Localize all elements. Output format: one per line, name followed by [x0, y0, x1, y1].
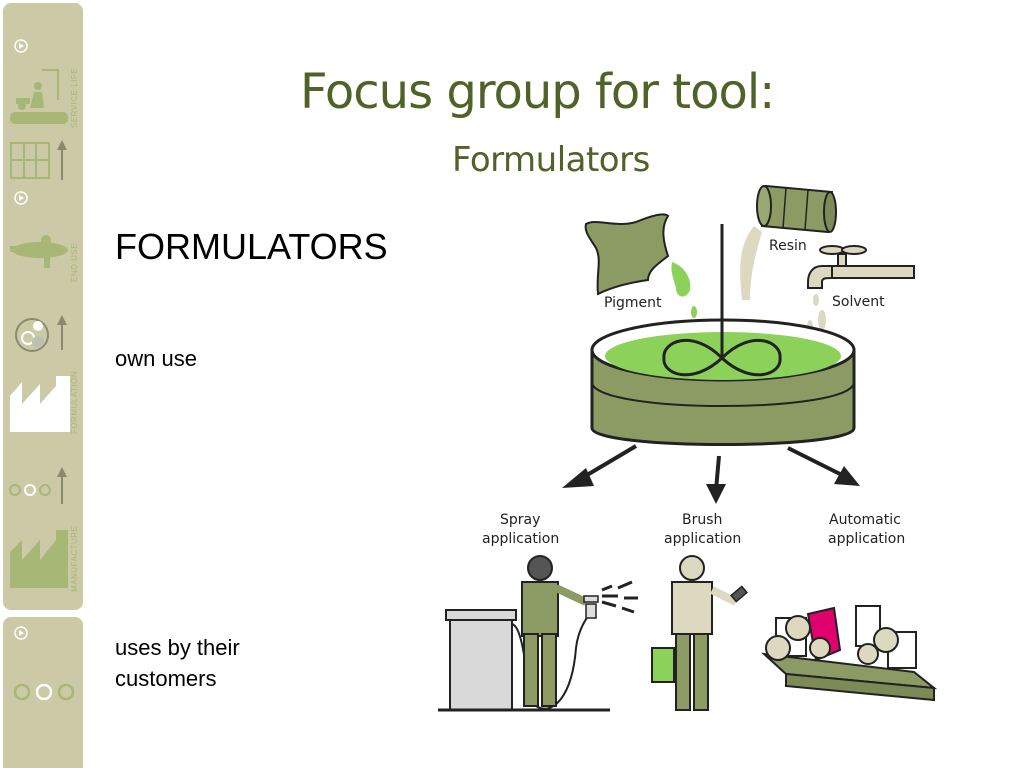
side-label-formulation: FORMULATION [70, 370, 79, 434]
brush-label-line-1: Brush [682, 512, 722, 528]
factory-icon [10, 376, 70, 432]
auto-label-line-2: application [828, 531, 905, 547]
customers-line-1: uses by their [115, 635, 240, 660]
spray-painter [438, 555, 638, 712]
three-circles-icon [13, 683, 75, 701]
formulators-heading: FORMULATORS [115, 226, 388, 267]
service-life-icon [10, 69, 68, 124]
slide-title: Focus group for tool: [300, 64, 775, 120]
window-icon [10, 140, 67, 180]
own-use-text: own use [115, 346, 197, 371]
solvent-label: Solvent [832, 294, 885, 310]
three-circles-icon [9, 467, 67, 504]
lifecycle-panel-bottom [3, 617, 83, 768]
pigment-bag [584, 213, 697, 318]
brush-painter [651, 555, 748, 711]
side-label-manufacture: MANUFACTURE [70, 525, 79, 592]
mixer-icon [15, 315, 67, 352]
side-label-service-life: SERVICE LIFE [70, 67, 79, 128]
formulation-illustration: Resin Pigment Solvent Spray appli [438, 184, 938, 712]
play-icon[interactable] [14, 626, 28, 640]
spray-label-line-2: application [482, 531, 559, 547]
resin-label: Resin [769, 238, 807, 254]
play-icon[interactable] [14, 191, 28, 205]
mixing-tank [590, 224, 856, 446]
customers-text: uses by their customers [115, 632, 315, 694]
solvent-tap [807, 245, 915, 332]
flow-arrows [562, 444, 860, 504]
customers-line-2: customers [115, 666, 217, 691]
spray-label-line-1: Spray [500, 512, 540, 528]
play-icon[interactable] [14, 39, 28, 53]
factory-icon [10, 530, 68, 588]
lifecycle-sidebar: SERVICE LIFE END USE FORMULATION MANUFAC… [0, 0, 84, 768]
end-use-icon [10, 235, 68, 268]
brush-label-line-2: application [664, 531, 741, 547]
slide-subtitle: Formulators [452, 140, 650, 180]
roller-machine [761, 605, 938, 702]
lifecycle-icons [9, 39, 75, 701]
side-label-end-use: END USE [70, 242, 79, 282]
resin-drum [740, 184, 837, 300]
pigment-label: Pigment [604, 295, 662, 311]
auto-label-line-1: Automatic [829, 512, 901, 528]
